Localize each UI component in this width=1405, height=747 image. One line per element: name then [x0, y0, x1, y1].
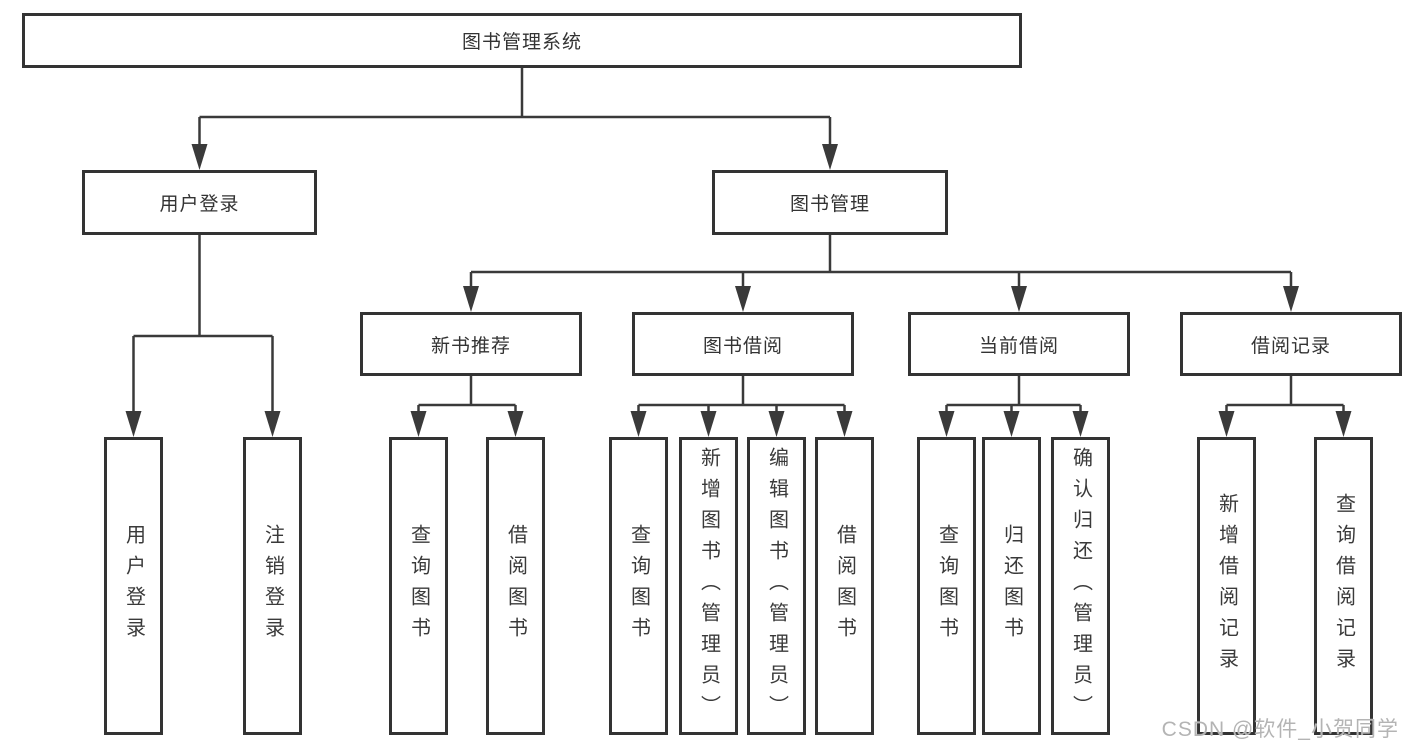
leaf-add-books-admin: 新增图书（管理员） [679, 437, 738, 735]
node-root-system: 图书管理系统 [22, 13, 1022, 68]
leaf-user-login: 用户登录 [104, 437, 163, 735]
leaf-query-borrow-record-label: 查询借阅记录 [1332, 493, 1355, 679]
leaf-logout-label: 注销登录 [261, 524, 284, 648]
leaf-add-borrow-record: 新增借阅记录 [1197, 437, 1256, 735]
leaf-query-books-current: 查询图书 [917, 437, 976, 735]
leaf-return-books: 归还图书 [982, 437, 1041, 735]
leaf-user-login-label: 用户登录 [122, 524, 145, 648]
leaf-confirm-return-admin-label: 确认归还（管理员） [1069, 446, 1092, 726]
leaf-edit-books-admin-label: 编辑图书（管理员） [765, 446, 788, 726]
leaf-query-books-recommend-label: 查询图书 [407, 524, 430, 648]
leaf-confirm-return-admin: 确认归还（管理员） [1051, 437, 1110, 735]
connector-login-branch [125, 235, 281, 437]
csdn-watermark: CSDN @软件_小贺同学 [1161, 718, 1399, 741]
leaf-borrow-books-label: 借阅图书 [833, 524, 856, 648]
leaf-query-books-recommend: 查询图书 [389, 437, 448, 735]
leaf-query-borrow-record: 查询借阅记录 [1314, 437, 1373, 735]
node-current-borrow: 当前借阅 [908, 312, 1130, 376]
connector-current-borrow-branch [938, 376, 1089, 437]
leaf-query-books-borrow: 查询图书 [609, 437, 668, 735]
node-new-book-recommend: 新书推荐 [360, 312, 582, 376]
connector-new-books-branch [410, 376, 524, 437]
leaf-borrow-books: 借阅图书 [815, 437, 874, 735]
leaf-edit-books-admin: 编辑图书（管理员） [747, 437, 806, 735]
connector-borrow-records-branch [1218, 376, 1352, 437]
leaf-add-books-admin-label: 新增图书（管理员） [697, 446, 720, 726]
connector-book-borrow-branch [630, 376, 853, 437]
connector-mgmt-branch [463, 235, 1299, 312]
leaf-return-books-label: 归还图书 [1000, 524, 1023, 648]
node-book-management: 图书管理 [712, 170, 948, 235]
leaf-borrow-books-recommend: 借阅图书 [486, 437, 545, 735]
node-book-borrow: 图书借阅 [632, 312, 854, 376]
leaf-query-books-borrow-label: 查询图书 [627, 524, 650, 648]
connector-root-branch [191, 68, 838, 170]
leaf-add-borrow-record-label: 新增借阅记录 [1215, 493, 1238, 679]
leaf-logout: 注销登录 [243, 437, 302, 735]
node-borrow-records: 借阅记录 [1180, 312, 1402, 376]
leaf-query-books-current-label: 查询图书 [935, 524, 958, 648]
node-user-login: 用户登录 [82, 170, 317, 235]
leaf-borrow-books-recommend-label: 借阅图书 [504, 524, 527, 648]
